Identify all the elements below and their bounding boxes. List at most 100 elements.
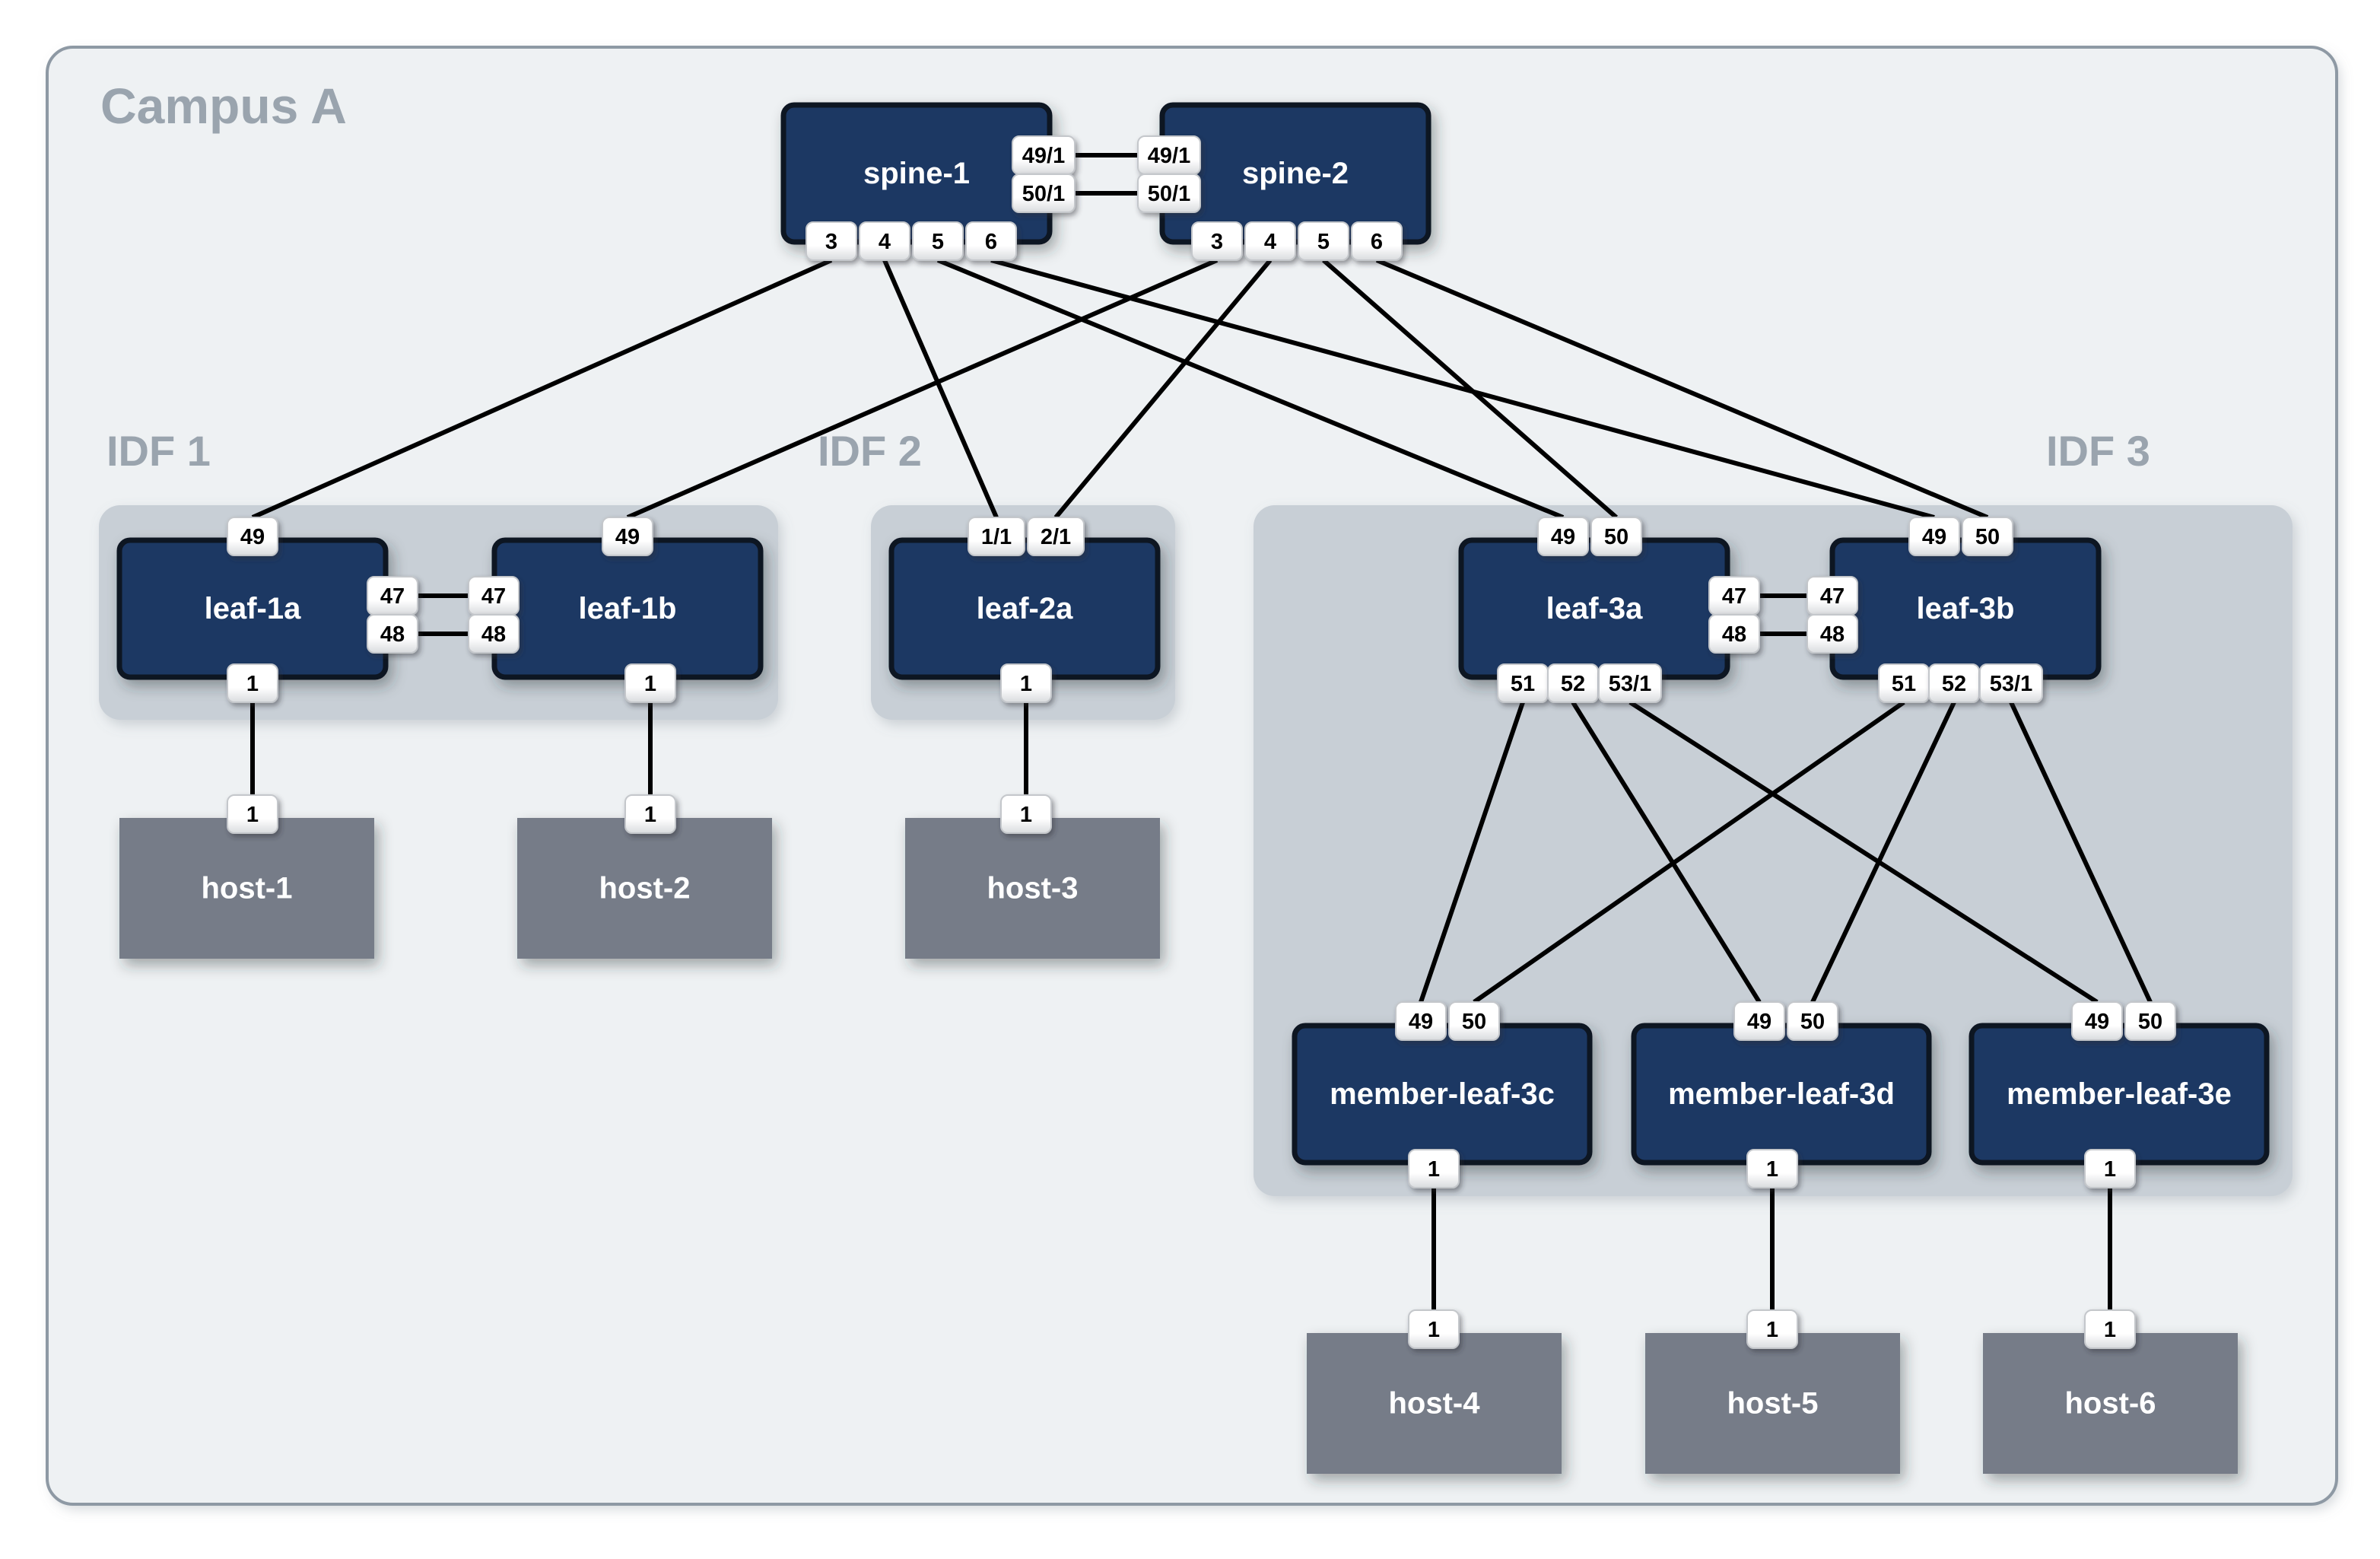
node-host-4[interactable]: host-4 — [1307, 1333, 1562, 1474]
port-p-s1-4[interactable]: 4 — [859, 221, 910, 261]
port-p-m3c-1[interactable]: 1 — [1408, 1149, 1460, 1188]
port-p-l3b-531[interactable]: 53/1 — [1979, 663, 2043, 703]
port-p-l3a-49[interactable]: 49 — [1537, 517, 1589, 556]
node-leaf-3b[interactable]: leaf-3b — [1829, 537, 2102, 680]
port-p-h6-1[interactable]: 1 — [2084, 1309, 2136, 1349]
port-p-m3d-49[interactable]: 49 — [1733, 1001, 1785, 1041]
port-p-s2-4[interactable]: 4 — [1244, 221, 1296, 261]
port-box — [1806, 614, 1858, 654]
port-box — [1027, 517, 1085, 556]
port-p-l2a-11[interactable]: 1/1 — [968, 517, 1025, 556]
port-p-l1b-1[interactable]: 1 — [624, 663, 676, 703]
node-host-6[interactable]: host-6 — [1983, 1333, 2238, 1474]
port-p-l3a-48[interactable]: 48 — [1708, 614, 1760, 654]
link-l-s1-5_l3a-49[interactable] — [936, 258, 1565, 520]
node-leaf-3a[interactable]: leaf-3a — [1458, 537, 1730, 680]
port-p-l3b-52[interactable]: 52 — [1928, 663, 1980, 703]
port-label: 1 — [1428, 1318, 1440, 1342]
port-p-h5-1[interactable]: 1 — [1746, 1309, 1798, 1349]
node-label: member-leaf-3c — [1330, 1077, 1555, 1111]
port-p-l3a-51[interactable]: 51 — [1497, 663, 1549, 703]
node-label: host-1 — [202, 872, 293, 905]
port-p-l1b-47[interactable]: 47 — [468, 576, 520, 616]
port-label: 5 — [1317, 230, 1330, 254]
port-p-l3b-51[interactable]: 51 — [1878, 663, 1930, 703]
link-l-s2-4_l2a-21[interactable] — [1053, 259, 1273, 519]
port-p-l1a-47[interactable]: 47 — [367, 576, 418, 616]
port-box — [965, 221, 1017, 261]
port-p-h2-1[interactable]: 1 — [624, 794, 676, 834]
node-host-3[interactable]: host-3 — [905, 818, 1160, 959]
port-p-m3e-1[interactable]: 1 — [2084, 1149, 2136, 1188]
node-member-leaf-3e[interactable]: member-leaf-3e — [1969, 1023, 2270, 1166]
port-p-s2-5[interactable]: 5 — [1298, 221, 1349, 261]
link-l-l3b531-m3e50[interactable] — [2009, 701, 2153, 1004]
port-label: 1 — [1428, 1157, 1440, 1182]
node-host-1[interactable]: host-1 — [119, 818, 374, 959]
port-box — [2071, 1001, 2123, 1041]
port-p-m3d-1[interactable]: 1 — [1746, 1149, 1798, 1188]
node-leaf-2a[interactable]: leaf-2a — [888, 537, 1161, 680]
link-l-s2-3_l1b-49[interactable] — [626, 258, 1219, 520]
port-p-s2-3[interactable]: 3 — [1191, 221, 1243, 261]
port-p-l2a-21[interactable]: 2/1 — [1027, 517, 1085, 556]
node-leaf-1a[interactable]: leaf-1a — [116, 537, 389, 680]
port-label: 4 — [879, 230, 891, 254]
port-p-h3-1[interactable]: 1 — [1000, 794, 1052, 834]
port-p-l3a-52[interactable]: 52 — [1547, 663, 1599, 703]
node-member-leaf-3c[interactable]: member-leaf-3c — [1292, 1023, 1593, 1166]
port-p-m3e-49[interactable]: 49 — [2071, 1001, 2123, 1041]
port-p-l3a-50[interactable]: 50 — [1590, 517, 1642, 556]
port-p-l3b-50[interactable]: 50 — [1962, 517, 2013, 556]
port-p-l1b-49[interactable]: 49 — [602, 517, 653, 556]
port-p-l3a-531[interactable]: 53/1 — [1598, 663, 1662, 703]
port-p-l2a-1[interactable]: 1 — [1000, 663, 1052, 703]
port-p-l3b-48[interactable]: 48 — [1806, 614, 1858, 654]
port-p-h4-1[interactable]: 1 — [1408, 1309, 1460, 1349]
port-box — [1787, 1001, 1838, 1041]
links-layer — [250, 153, 2153, 1310]
link-l-l3b51-m3c50[interactable] — [1473, 700, 1905, 1004]
link-l-s1-6_l3b-49[interactable] — [990, 258, 1935, 520]
port-p-l1a-49[interactable]: 49 — [227, 517, 278, 556]
link-l-s2-6_l3b-50[interactable] — [1375, 258, 1989, 520]
port-p-s1-6[interactable]: 6 — [965, 221, 1017, 261]
port-box — [859, 221, 910, 261]
port-label: 47 — [1722, 584, 1746, 609]
node-member-leaf-3d[interactable]: member-leaf-3d — [1631, 1023, 1932, 1166]
link-l-s1-4_l2a-11[interactable] — [882, 259, 999, 519]
port-p-h1-1[interactable]: 1 — [227, 794, 278, 834]
port-p-s1-5[interactable]: 5 — [912, 221, 964, 261]
node-leaf-1b[interactable]: leaf-1b — [491, 537, 764, 680]
port-p-s1-501[interactable]: 50/1 — [1012, 173, 1076, 213]
port-p-m3d-50[interactable]: 50 — [1787, 1001, 1838, 1041]
port-p-m3c-49[interactable]: 49 — [1395, 1001, 1447, 1041]
link-l-l3a531-m3e49[interactable] — [1629, 700, 2099, 1004]
port-p-m3e-50[interactable]: 50 — [2124, 1001, 2176, 1041]
link-l-l3a51-m3c49[interactable] — [1419, 702, 1525, 1003]
port-p-l1b-48[interactable]: 48 — [468, 614, 520, 654]
port-p-l1a-48[interactable]: 48 — [367, 614, 418, 654]
port-p-s2-6[interactable]: 6 — [1351, 221, 1403, 261]
host-box — [1645, 1333, 1900, 1474]
port-p-l3a-47[interactable]: 47 — [1708, 576, 1760, 616]
port-p-l3b-47[interactable]: 47 — [1806, 576, 1858, 616]
node-label: host-2 — [599, 872, 691, 905]
link-l-l3b52-m3d50[interactable] — [1810, 701, 1956, 1004]
port-label: 48 — [380, 622, 405, 647]
link-l-s2-5_l3a-50[interactable] — [1322, 258, 1618, 520]
campus-panel-border — [46, 46, 2338, 1506]
port-p-s1-491[interactable]: 49/1 — [1012, 135, 1076, 175]
port-label: 3 — [825, 230, 837, 254]
port-p-s2-491[interactable]: 49/1 — [1137, 135, 1201, 175]
port-p-m3c-50[interactable]: 50 — [1448, 1001, 1500, 1041]
port-p-l1a-1[interactable]: 1 — [227, 663, 278, 703]
port-p-s2-501[interactable]: 50/1 — [1137, 173, 1201, 213]
node-host-5[interactable]: host-5 — [1645, 1333, 1900, 1474]
node-host-2[interactable]: host-2 — [517, 818, 772, 959]
link-l-l3a52-m3d49[interactable] — [1571, 701, 1762, 1004]
port-p-s1-3[interactable]: 3 — [806, 221, 857, 261]
link-l-s1-3_l1a-49[interactable] — [251, 258, 833, 520]
port-p-l3b-49[interactable]: 49 — [1908, 517, 1960, 556]
